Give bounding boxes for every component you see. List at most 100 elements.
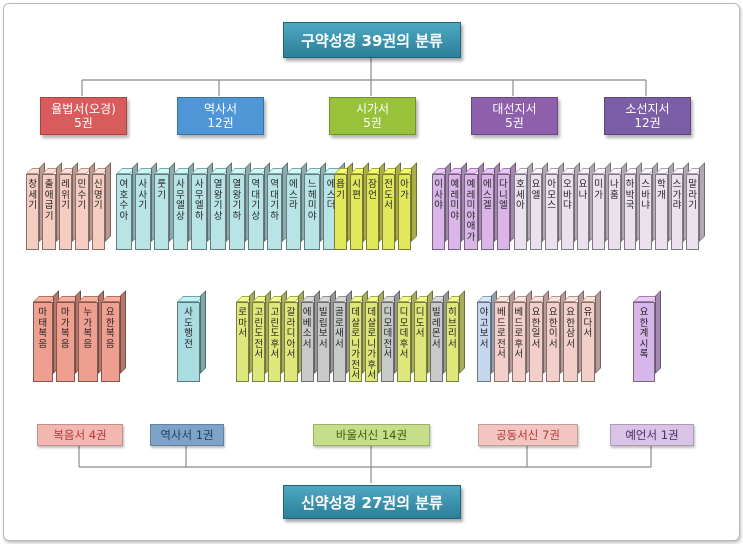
nt-book-title: 로마서 [238,307,247,339]
nt-book-title: 데살로니가후서 [367,307,377,381]
nt-book-title: 요한복음 [105,307,115,350]
ot-book-title: 스바냐 [641,179,651,211]
ot-book-title: 예레미야애가 [466,179,476,243]
nt-category-1: 복음서 4권 [37,424,123,446]
nt-book: 에베소서 [300,302,314,382]
ot-book-title: 창세기 [28,179,38,211]
ot-category-name: 소선지서 [625,102,670,116]
nt-book-title: 골로새서 [335,307,344,350]
nt-book: 마가복음 [55,302,75,382]
ot-book: 나훔 [608,174,621,250]
ot-book-title: 이사야 [434,179,443,211]
nt-category-2: 역사서 1권 [150,424,224,446]
ot-book: 열왕기하 [229,174,245,250]
nt-book: 갈라디아서 [284,302,298,382]
ot-category-count: 12권 [207,116,234,130]
ot-book: 느헤미야 [304,174,321,250]
ot-book-title: 미가 [594,179,604,201]
ot-book: 이사야 [432,174,446,250]
ot-book-title: 신명기 [93,179,103,211]
nt-book-title: 디모데전서 [383,307,393,360]
ot-book: 아가 [398,174,411,250]
ot-book: 전도서 [382,174,395,250]
nt-book-title: 유다서 [583,307,593,339]
ot-book-title: 에스라 [289,179,298,211]
ot-book-title: 시편 [352,179,361,201]
ot-book: 요엘 [529,174,543,250]
ot-book: 민수기 [75,174,89,250]
ot-book-title: 호세아 [515,179,525,211]
ot-book-title: 스가랴 [672,179,682,211]
nt-book-title: 마태복음 [38,307,48,350]
nt-book: 베드로후서 [511,302,526,382]
ot-book-title: 느헤미야 [307,179,317,222]
nt-book-title: 요한계시록 [639,307,649,360]
ot-book: 요나 [576,174,590,250]
nt-book-title: 요한일서 [531,307,541,350]
nt-book-title: 갈라디아서 [286,307,296,360]
nt-book: 디도서 [413,302,427,382]
ot-category-1: 율법서(오경)5권 [40,97,127,135]
ot-book: 다니엘 [496,174,510,250]
nt-book-title: 히브리서 [448,307,457,350]
ot-book: 역대기하 [266,174,283,250]
nt-book: 요한이서 [546,302,561,382]
ot-book-title: 아모스 [547,179,557,211]
ot-book-title: 민수기 [77,179,87,211]
nt-book: 데살로니가후서 [365,302,379,382]
ot-category-name: 대선지서 [492,102,537,116]
nt-category-3: 바울서신 14권 [313,424,430,446]
ot-book: 에스겔 [480,174,494,250]
ot-book-title: 말라기 [688,179,698,211]
new-testament-title: 신약성경 27권의 분류 [283,485,461,519]
ot-book: 역대기상 [247,174,264,250]
ot-book: 미가 [592,174,605,250]
ot-category-count: 5권 [363,116,382,130]
ot-book: 사무엘상 [172,174,189,250]
nt-book: 로마서 [236,302,250,382]
ot-book: 시편 [350,174,363,250]
ot-book-title: 요엘 [531,179,541,201]
ot-book: 학개 [655,174,668,250]
ot-book-title: 역대기상 [251,179,261,222]
nt-book: 유다서 [580,302,595,382]
ot-book-title: 오바댜 [562,179,572,211]
ot-book-title: 여호수아 [119,179,129,222]
ot-category-name: 율법서(오경) [51,102,116,116]
nt-book-title: 베드로전서 [497,307,506,360]
ot-book-title: 아가 [400,179,409,201]
nt-book-title: 사도행전 [184,307,193,350]
ot-book: 사무엘하 [191,174,208,250]
nt-book-title: 베드로후서 [514,307,524,360]
nt-book-title: 빌립보서 [318,307,328,350]
ot-book-title: 사사기 [138,179,148,211]
ot-book: 출애굽기 [42,174,56,250]
nt-book: 누가복음 [78,302,98,382]
nt-book: 사도행전 [177,302,200,382]
nt-book-title: 고린도후서 [270,307,280,360]
nt-book: 고린도후서 [268,302,282,382]
nt-book-title: 디도서 [415,307,425,339]
nt-book: 디모데전서 [381,302,395,382]
ot-book-title: 사무엘상 [176,179,185,222]
ot-book-title: 사무엘하 [194,179,204,222]
nt-book: 베드로전서 [494,302,509,382]
ot-book: 스가랴 [670,174,684,250]
ot-book: 예레미야 [448,174,462,250]
nt-book-title: 데살로니가전서 [351,307,360,381]
nt-book: 골로새서 [332,302,346,382]
ot-book: 열왕기상 [210,174,226,250]
ot-book-title: 에스더 [326,179,336,211]
ot-book-title: 열왕기상 [213,179,223,222]
ot-book: 오바댜 [561,174,574,250]
ot-book: 말라기 [686,174,699,250]
nt-book: 요한계시록 [633,302,655,382]
ot-book: 사사기 [134,174,151,250]
ot-category-name: 역사서 [203,102,238,116]
ot-book: 여호수아 [116,174,132,250]
ot-book-title: 요나 [578,179,588,201]
